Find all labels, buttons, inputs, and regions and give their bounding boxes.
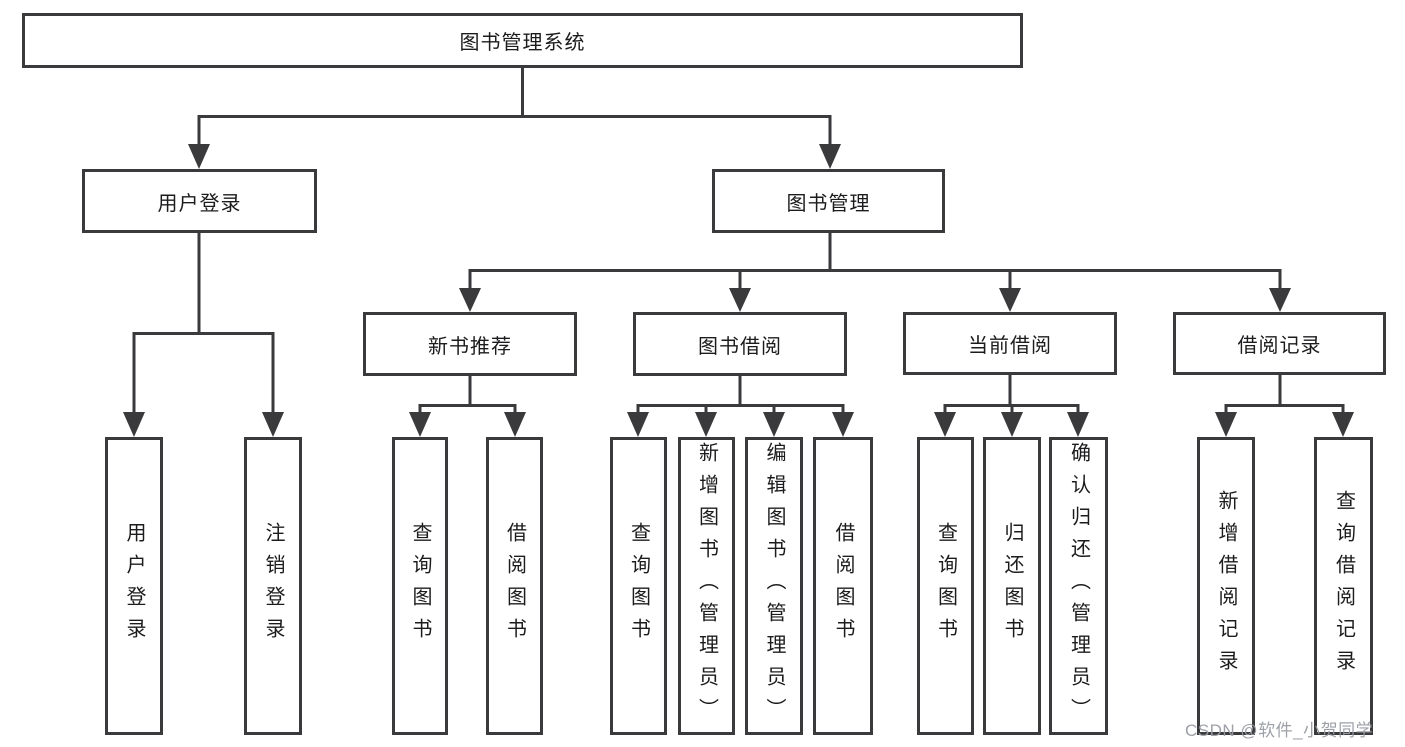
leaf-current-confirm-return-admin: 确认归还（管理员） — [1049, 437, 1108, 735]
leaf-current-return-books: 归还图书 — [983, 437, 1041, 735]
leaf-borrow-borrow-books: 借阅图书 — [813, 437, 873, 735]
leaf-label: 查询借阅记录 — [1332, 490, 1355, 682]
leaf-records-query-borrow-record: 查询借阅记录 — [1314, 437, 1373, 735]
leaf-label: 借阅图书 — [503, 522, 526, 650]
connectors-book-management-children — [459, 233, 1291, 312]
leaf-label: 归还图书 — [1001, 522, 1023, 650]
node-user-login: 用户登录 — [82, 169, 317, 233]
leaf-label: 注销登录 — [262, 522, 284, 650]
connectors-user-login-children — [123, 233, 284, 437]
leaf-label: 查询图书 — [409, 522, 431, 650]
leaf-label: 用户登录 — [123, 522, 145, 650]
leaf-newrec-borrow-books: 借阅图书 — [486, 437, 543, 735]
leaf-label: 新增图书（管理员） — [695, 442, 718, 730]
node-book-management: 图书管理 — [712, 169, 945, 233]
leaf-records-add-borrow-record: 新增借阅记录 — [1197, 437, 1255, 735]
connectors-current-borrowing-children — [934, 375, 1089, 437]
leaf-label: 确认归还（管理员） — [1067, 442, 1090, 730]
leaf-label: 新增借阅记录 — [1215, 490, 1237, 682]
leaf-label: 借阅图书 — [832, 522, 854, 650]
leaf-borrow-query-books: 查询图书 — [610, 437, 667, 735]
connectors-new-book-children — [409, 376, 526, 437]
leaf-label: 查询图书 — [627, 522, 650, 650]
node-borrowing-records: 借阅记录 — [1173, 312, 1386, 375]
leaf-borrow-add-books-admin: 新增图书（管理员） — [678, 437, 735, 735]
connectors-root-to-level2 — [188, 68, 841, 169]
leaf-borrow-edit-books-admin: 编辑图书（管理员） — [745, 437, 803, 735]
leaf-label: 查询图书 — [934, 522, 957, 650]
node-current-borrowing: 当前借阅 — [903, 312, 1117, 375]
connectors-borrowing-records-children — [1215, 375, 1354, 437]
leaf-newrec-query-books: 查询图书 — [392, 437, 448, 735]
leaf-label: 编辑图书（管理员） — [763, 442, 785, 730]
csdn-watermark: CSDN @软件_小贺同学 — [1185, 721, 1374, 740]
node-new-book-recommend: 新书推荐 — [363, 312, 577, 376]
node-library-management-system: 图书管理系统 — [22, 13, 1023, 68]
connectors-book-borrowing-children — [627, 376, 854, 437]
leaf-logout: 注销登录 — [244, 437, 302, 735]
leaf-user-login-action: 用户登录 — [105, 437, 163, 735]
leaf-current-query-books: 查询图书 — [917, 437, 974, 735]
node-book-borrowing: 图书借阅 — [633, 312, 847, 376]
